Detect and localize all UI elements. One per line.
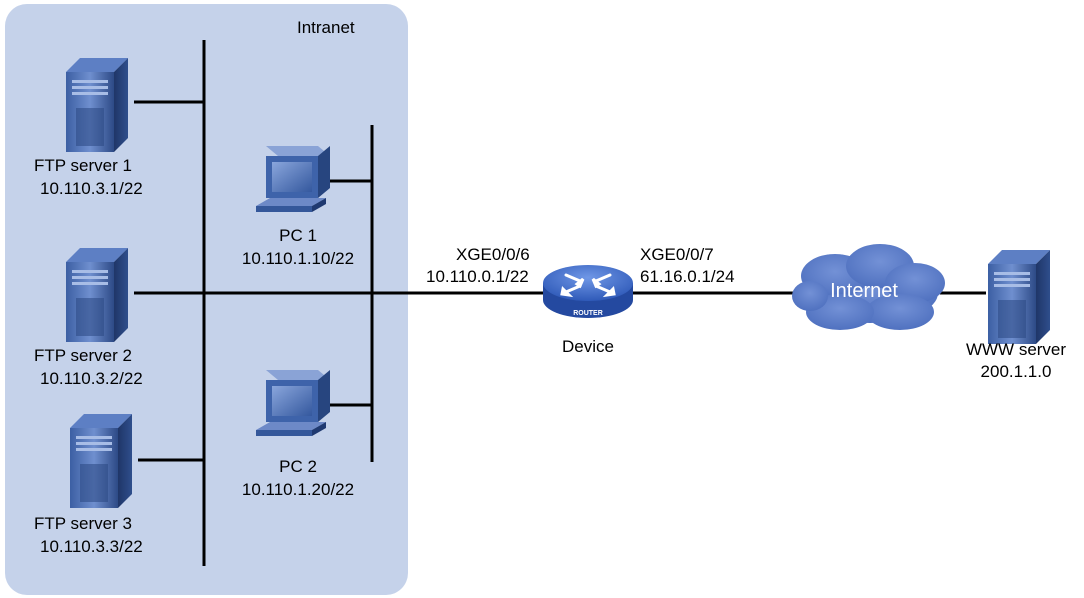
- ftp-server-2-name: FTP server 2: [34, 346, 132, 365]
- ftp-server-3-name: FTP server 3: [34, 514, 132, 533]
- intranet-region: [5, 4, 408, 595]
- www-server-icon: [988, 250, 1050, 344]
- right-interface-name: XGE0/0/7: [640, 245, 714, 264]
- ftp-server-1-icon: [66, 58, 128, 152]
- lan-links: [134, 40, 986, 566]
- ftp-server-2-ip: 10.110.3.2/22: [40, 369, 143, 388]
- internet-label: Internet: [830, 280, 898, 302]
- router-icon: ROUTER: [543, 265, 633, 318]
- ftp-server-3-icon: [70, 414, 132, 508]
- pc-2-name: PC 2: [279, 457, 317, 476]
- pc-1-ip: 10.110.1.10/22: [241, 249, 355, 268]
- www-server-ip: 200.1.1.0: [980, 362, 1052, 381]
- left-interface-ip: 10.110.0.1/22: [426, 267, 529, 286]
- pc-1-name: PC 1: [279, 226, 317, 245]
- www-server-name: WWW server: [965, 340, 1067, 359]
- ftp-server-1-name: FTP server 1: [34, 156, 132, 175]
- device-name: Device: [562, 337, 614, 356]
- ftp-server-1-ip: 10.110.3.1/22: [40, 179, 143, 198]
- pc-2-ip: 10.110.1.20/22: [241, 480, 355, 499]
- ftp-server-2-icon: [66, 248, 128, 342]
- router-badge: ROUTER: [573, 310, 603, 317]
- intranet-label: Intranet: [297, 18, 355, 37]
- internet-cloud: [792, 244, 945, 330]
- right-interface-ip: 61.16.0.1/24: [640, 267, 735, 286]
- left-interface-name: XGE0/0/6: [456, 245, 530, 264]
- ftp-server-3-ip: 10.110.3.3/22: [40, 537, 143, 556]
